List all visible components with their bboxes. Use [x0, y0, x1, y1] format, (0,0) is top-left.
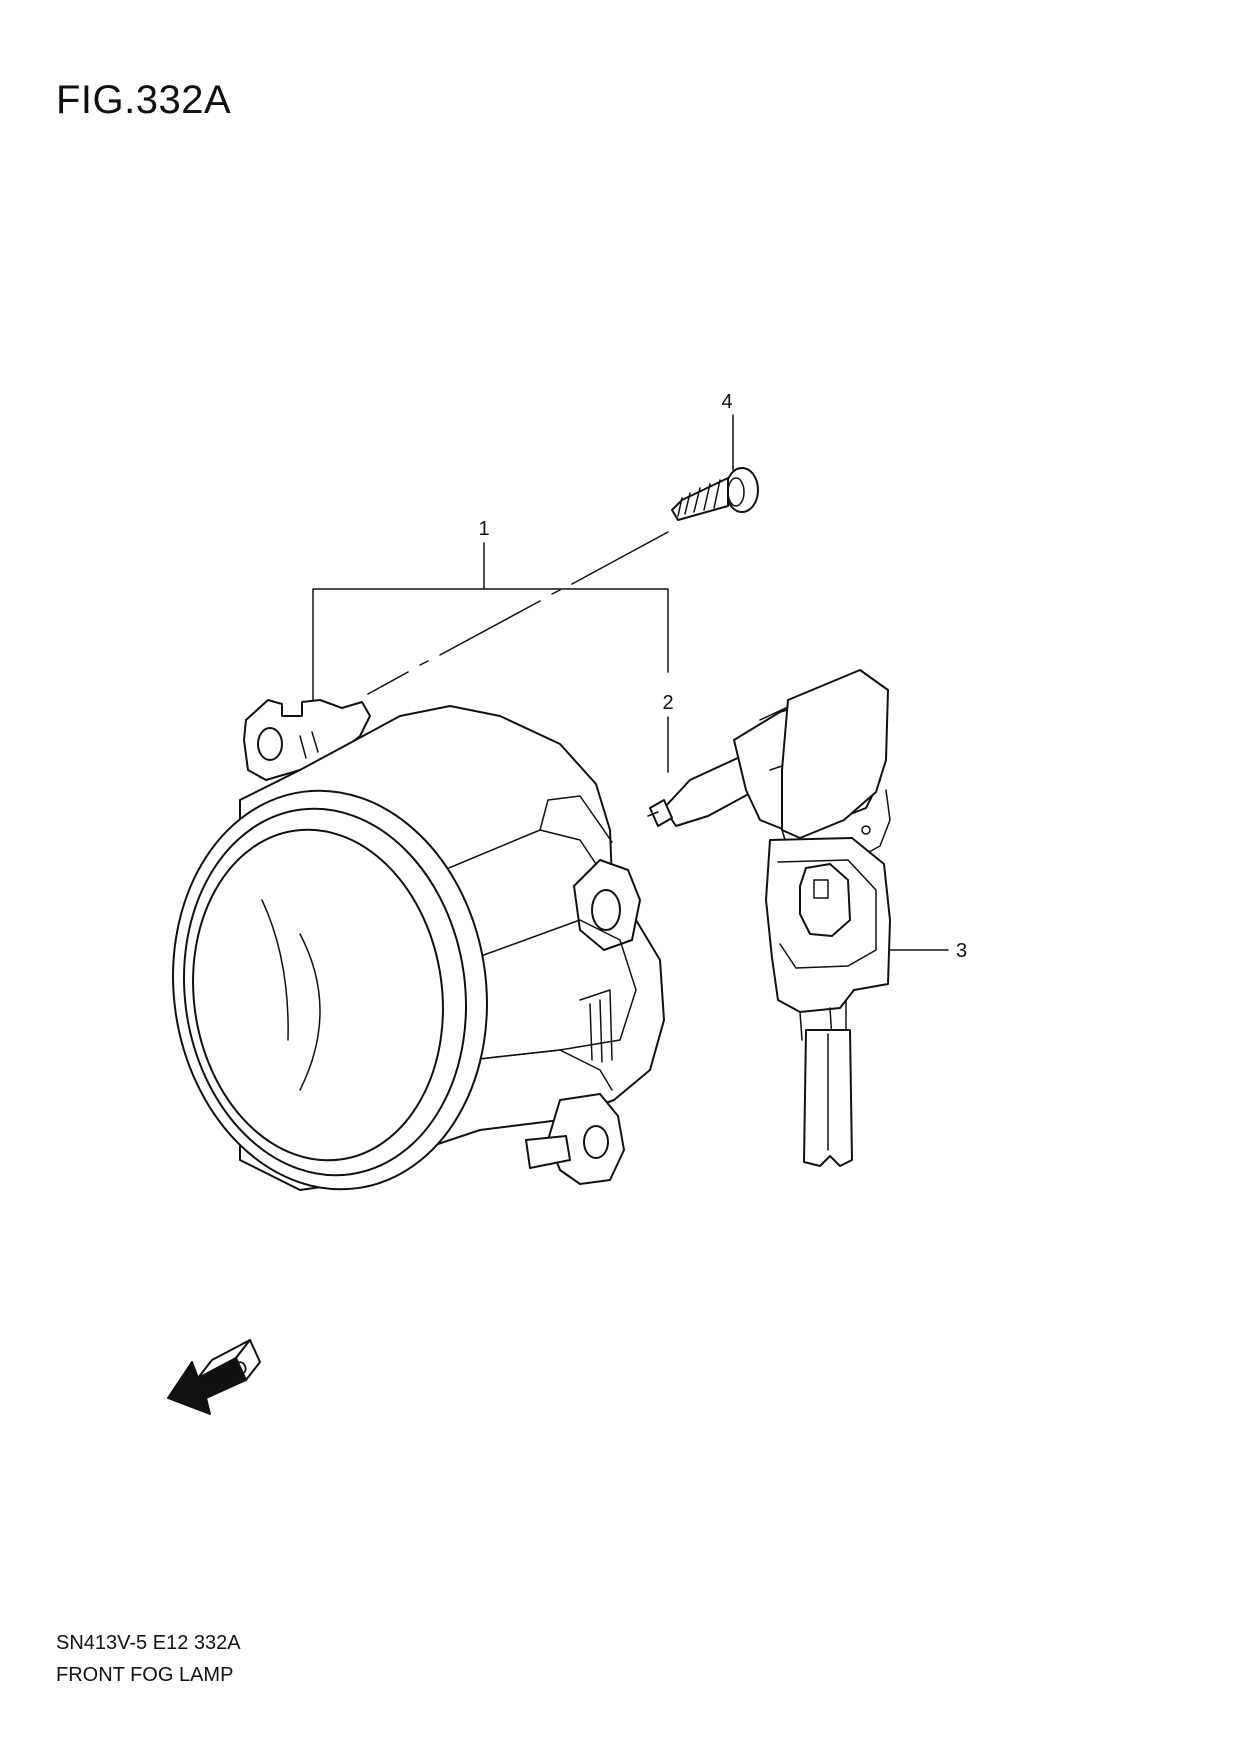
assembly-center-line — [367, 531, 669, 695]
bulb-part[interactable] — [647, 669, 891, 869]
callout-4-label: 4 — [721, 391, 732, 413]
figure-name: FRONT FOG LAMP — [56, 1664, 234, 1686]
screw-part[interactable] — [671, 467, 759, 521]
figure-title: FIG.332A — [56, 78, 232, 122]
fwd-arrow-icon: FWD — [167, 1339, 261, 1415]
callout-1-label: 1 — [478, 518, 489, 540]
figure-code: SN413V-5 E12 332A — [56, 1632, 241, 1654]
socket-connector-part[interactable] — [765, 837, 891, 1167]
callout-3-label: 3 — [956, 940, 967, 962]
callout-1-bracket — [312, 542, 669, 713]
fog-lamp-assembly[interactable] — [148, 699, 665, 1210]
callout-2-label: 2 — [662, 692, 673, 714]
